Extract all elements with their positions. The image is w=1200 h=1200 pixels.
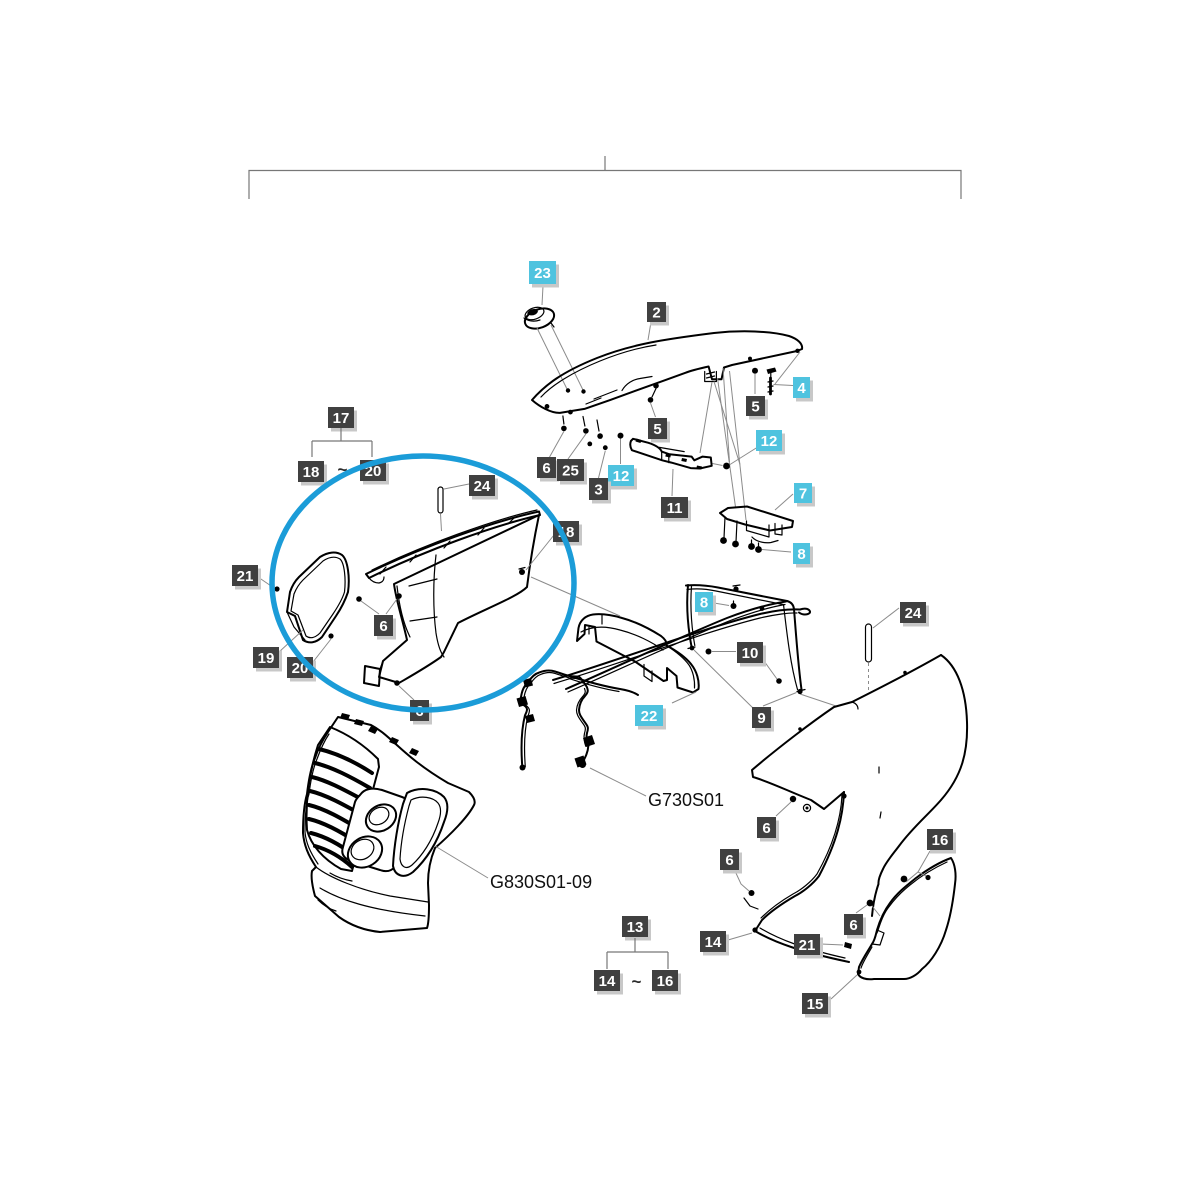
svg-text:12: 12 [613, 468, 630, 485]
svg-text:18: 18 [303, 464, 320, 481]
svg-text:8: 8 [700, 595, 708, 612]
svg-text:6: 6 [379, 618, 387, 635]
svg-text:10: 10 [742, 645, 759, 662]
svg-text:2: 2 [652, 305, 660, 322]
svg-text:13: 13 [627, 919, 644, 936]
svg-text:17: 17 [333, 410, 350, 427]
svg-text:~: ~ [338, 460, 348, 479]
svg-text:5: 5 [653, 421, 661, 438]
svg-text:G830S01-09: G830S01-09 [490, 872, 592, 892]
svg-text:7: 7 [799, 486, 807, 503]
svg-text:24: 24 [905, 605, 922, 622]
svg-text:16: 16 [657, 973, 674, 990]
svg-text:6: 6 [849, 917, 857, 934]
svg-text:23: 23 [534, 265, 551, 282]
svg-text:12: 12 [761, 433, 778, 450]
svg-text:21: 21 [799, 937, 816, 954]
svg-text:4: 4 [797, 380, 806, 397]
svg-text:6: 6 [542, 460, 550, 477]
svg-text:6: 6 [762, 820, 770, 837]
svg-text:19: 19 [258, 650, 275, 667]
svg-text:3: 3 [594, 482, 602, 499]
svg-text:16: 16 [932, 832, 949, 849]
svg-text:15: 15 [807, 996, 824, 1013]
svg-text:11: 11 [667, 500, 683, 517]
svg-text:6: 6 [725, 852, 733, 869]
svg-text:8: 8 [797, 546, 805, 563]
svg-text:~: ~ [632, 972, 642, 991]
svg-text:9: 9 [757, 710, 765, 727]
svg-text:24: 24 [474, 478, 491, 495]
svg-text:21: 21 [237, 568, 254, 585]
svg-text:25: 25 [562, 463, 579, 480]
svg-text:14: 14 [599, 973, 616, 990]
svg-text:G730S01: G730S01 [648, 790, 724, 810]
svg-text:14: 14 [705, 934, 722, 951]
svg-text:22: 22 [641, 708, 658, 725]
svg-text:5: 5 [751, 399, 759, 416]
